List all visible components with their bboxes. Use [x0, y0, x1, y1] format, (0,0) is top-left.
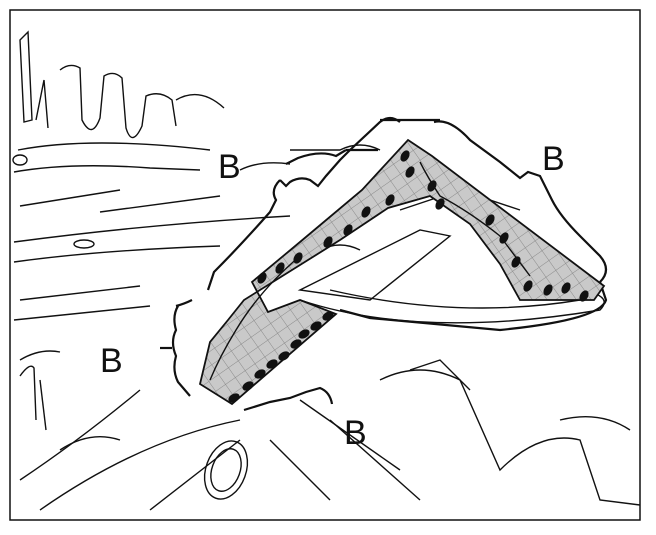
callout-b-top: B — [218, 148, 241, 186]
sealant-points — [228, 150, 589, 403]
vehicle-body-background — [12, 30, 641, 511]
callout-b-bottom: B — [344, 414, 367, 452]
callout-b-left: B — [100, 342, 123, 380]
callout-b-top-right: B — [542, 140, 565, 178]
strip-inner-edge — [419, 161, 531, 277]
strip-fold-line — [209, 255, 301, 381]
sealing-zone-outlines — [160, 116, 608, 412]
